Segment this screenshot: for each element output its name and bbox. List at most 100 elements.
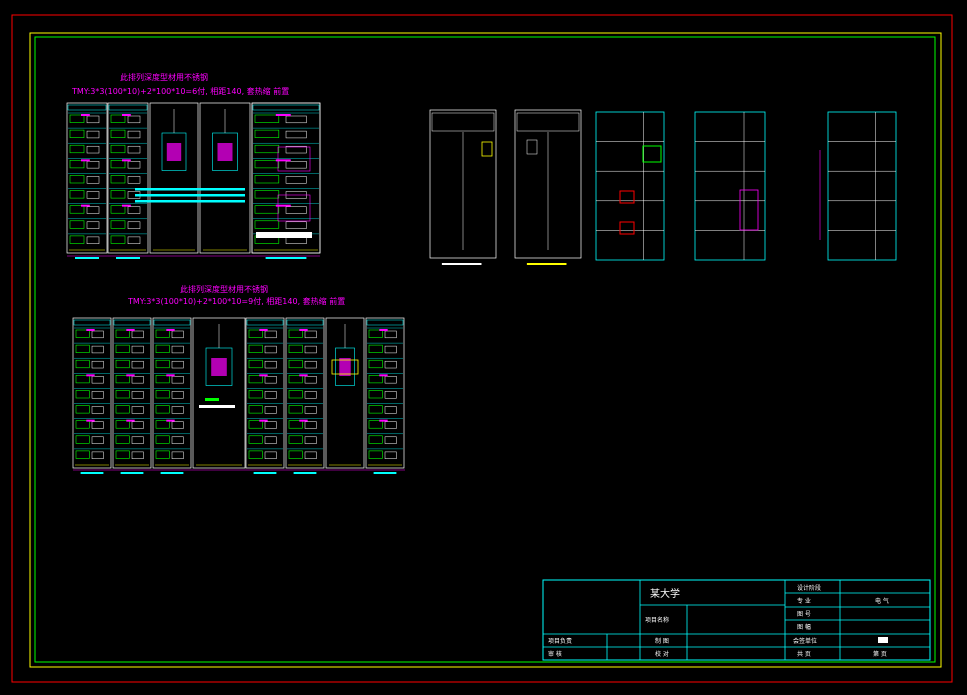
drawer-module: [368, 390, 383, 399]
drawer-panel: [91, 421, 104, 429]
drawer-module: [75, 329, 90, 338]
drawer-module: [254, 129, 280, 138]
drawer-panel: [127, 161, 141, 169]
title-drawing-no: 图 号: [797, 611, 811, 618]
drawer-panel: [91, 391, 104, 399]
drawer-module: [75, 344, 90, 353]
nameplate: [256, 232, 312, 238]
drawer-panel: [285, 206, 307, 214]
drawer-panel: [86, 236, 100, 244]
cabinet-outline: [66, 102, 108, 254]
breaker-icon: [642, 145, 662, 163]
cabinet-outline: [72, 317, 112, 469]
drawer-module: [368, 344, 383, 353]
cabinet-tag: [265, 257, 307, 259]
cabinet-top: [431, 112, 495, 132]
drawer-panel: [86, 191, 100, 199]
drawer-panel: [131, 360, 144, 369]
drawer-panel: [86, 206, 100, 214]
drawer-panel: [171, 330, 184, 339]
drawer-module: [155, 420, 170, 429]
drawer-panel: [171, 345, 184, 354]
title-client: 某大学: [650, 587, 680, 600]
cabinet-outline: [365, 317, 405, 469]
drawer-module: [110, 175, 126, 184]
drawer-module: [155, 435, 170, 444]
cabinet-tag: [116, 257, 140, 259]
upper-panel-note-2: TMY:3*3(100*10)+2*100*10=6付, 相距140, 套热缩 …: [71, 86, 289, 96]
title-design-stage: 设计阶段: [797, 584, 821, 592]
drawer-panel: [171, 421, 184, 429]
busbar: [135, 188, 245, 191]
drawer-panel: [86, 221, 100, 229]
title-page-value-box: [878, 637, 888, 643]
drawer-module: [110, 144, 126, 154]
drawer-panel: [285, 145, 307, 154]
cabinet-tag: [120, 472, 144, 474]
drawer-module: [69, 235, 85, 244]
drawer-label: [122, 204, 131, 207]
drawer-panel: [127, 176, 141, 184]
drawer-panel: [127, 221, 141, 229]
section-outline: [827, 111, 897, 261]
cabinet-outline: [107, 102, 149, 254]
title-discipline: 专 业: [797, 597, 811, 605]
drawer-panel: [127, 145, 141, 154]
drawer-module: [248, 435, 263, 444]
section-outline: [595, 111, 665, 261]
drawer-module: [155, 344, 170, 353]
drawer-module: [254, 114, 280, 123]
drawer-module: [110, 129, 126, 138]
drawer-panel: [304, 436, 317, 444]
drawer-module: [155, 390, 170, 399]
cabinet-outline: [112, 317, 152, 469]
drawer-module: [115, 420, 130, 429]
drawer-label: [166, 419, 175, 422]
drawer-label: [81, 114, 90, 116]
cabinet-outline: [285, 317, 325, 469]
drawer-panel: [264, 376, 277, 384]
cabinet-caption: [526, 263, 567, 265]
drawer-module: [248, 359, 263, 369]
drawer-module: [69, 144, 85, 154]
cable-duct: [739, 189, 759, 231]
drawer-module: [69, 160, 85, 169]
drawer-label: [379, 419, 388, 422]
drawer-panel: [264, 421, 277, 429]
drawer-label: [126, 329, 135, 331]
drawer-module: [69, 175, 85, 184]
drawer-label: [275, 159, 291, 162]
drawer-module: [288, 375, 303, 384]
drawer-module: [75, 420, 90, 429]
cabinet-top-bar: [67, 104, 107, 111]
cabinet-top-bar: [366, 319, 404, 326]
drawer-panel: [127, 115, 141, 124]
drawer-label: [86, 374, 95, 377]
drawer-panel: [171, 391, 184, 399]
drawer-module: [248, 420, 263, 429]
drawer-panel: [384, 360, 397, 369]
drawer-module: [288, 450, 303, 459]
drawer-panel: [131, 391, 144, 399]
drawer-panel: [384, 376, 397, 384]
drawer-panel: [131, 406, 144, 414]
drawer-panel: [384, 421, 397, 429]
cabinet-top-bar: [113, 319, 151, 326]
busbar: [135, 194, 245, 197]
drawer-label: [259, 329, 268, 331]
drawer-module: [248, 405, 263, 414]
drawer-panel: [304, 391, 317, 399]
drawer-panel: [86, 145, 100, 154]
drawer-panel: [264, 451, 277, 459]
drawer-module: [69, 114, 85, 123]
drawer-label: [259, 419, 268, 422]
drawer-module: [288, 329, 303, 338]
breaker-body: [339, 358, 351, 376]
drawer-panel: [384, 406, 397, 414]
meter-window: [526, 139, 538, 155]
drawer-module: [115, 359, 130, 369]
drawer-panel: [384, 391, 397, 399]
drawer-panel: [304, 345, 317, 354]
incomer-outline: [199, 102, 251, 254]
